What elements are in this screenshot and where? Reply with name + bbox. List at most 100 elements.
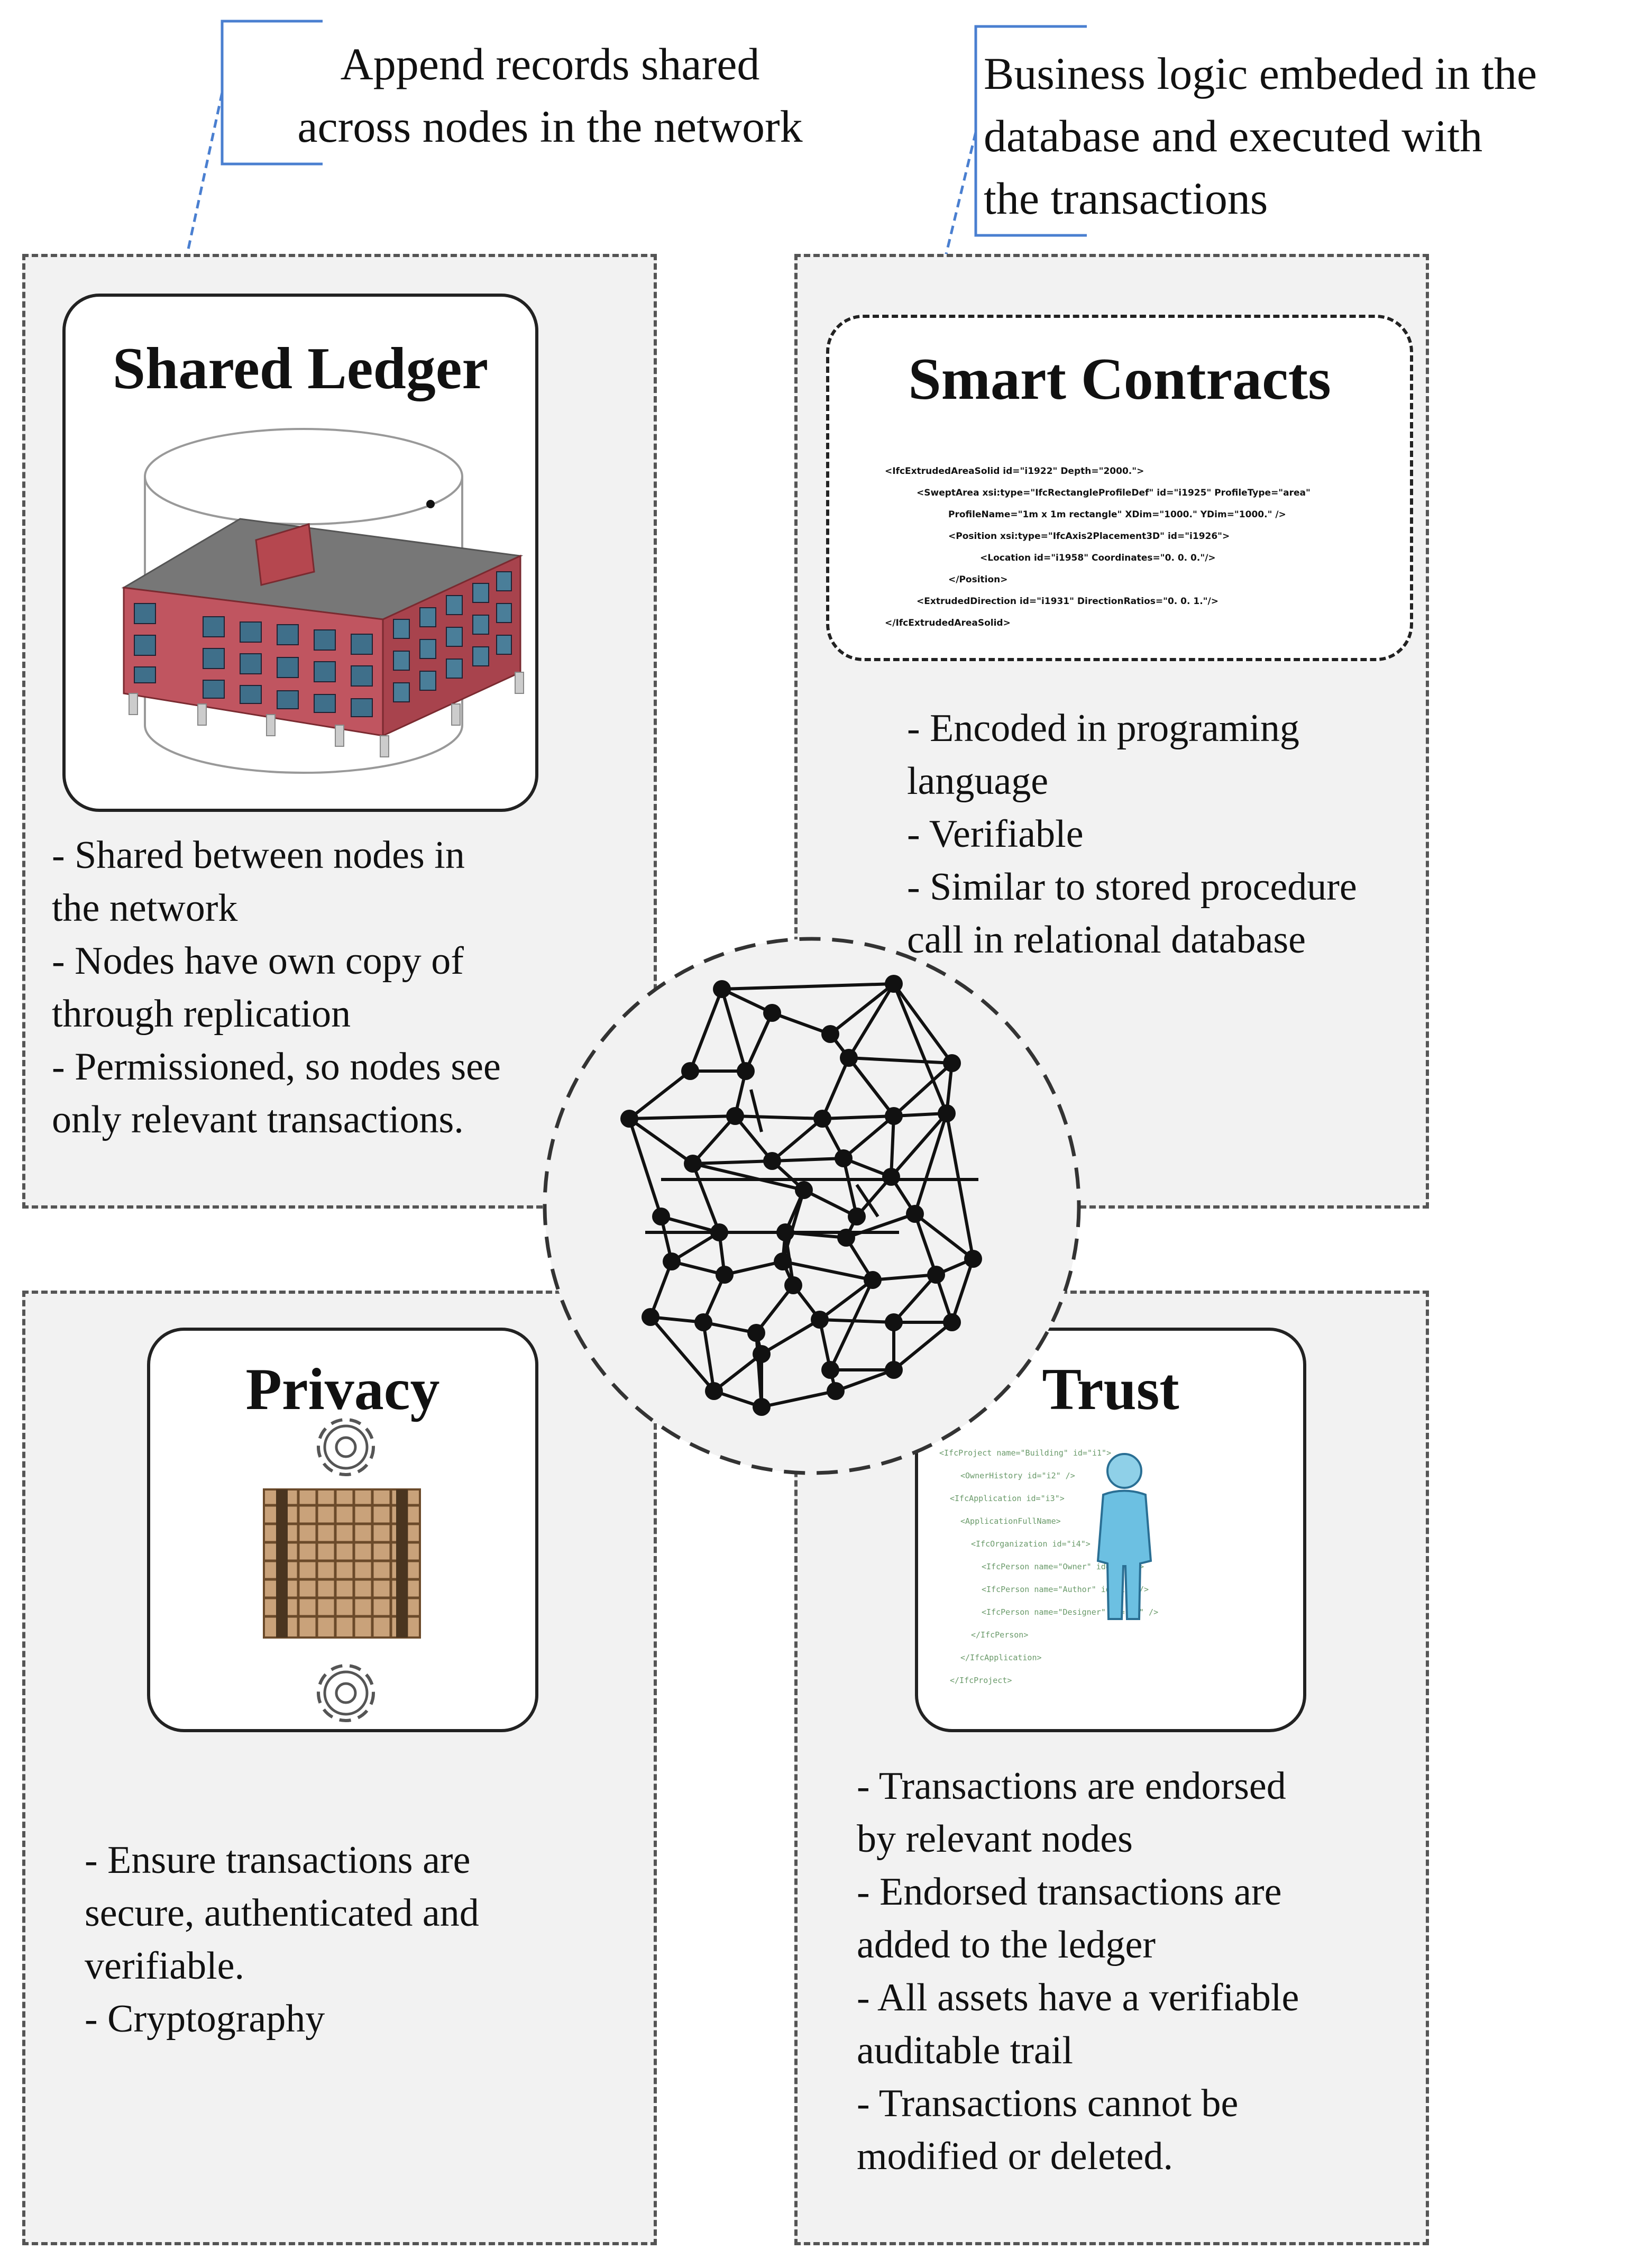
network-edge bbox=[629, 1114, 736, 1120]
card-title-shared-ledger: Shared Ledger bbox=[112, 336, 489, 401]
desc-trust: - Transactions are endorsed by relevant … bbox=[857, 1760, 1299, 2183]
network-edge bbox=[691, 1115, 737, 1165]
desc-privacy-line-2: secure, authenticated and bbox=[85, 1891, 479, 1935]
network-edge bbox=[755, 1284, 795, 1334]
network-node bbox=[652, 1208, 670, 1226]
network-edge bbox=[691, 1163, 721, 1233]
network-edge bbox=[819, 1278, 874, 1321]
network-edge bbox=[761, 1389, 836, 1409]
desc-trust-line-5: - All assets have a verifiable bbox=[857, 1976, 1299, 2019]
network-edge bbox=[721, 982, 894, 991]
callout-contracts-line-1: Business logic embeded in the bbox=[984, 48, 1537, 99]
network-edge bbox=[771, 1011, 831, 1036]
network-edge bbox=[945, 1113, 975, 1259]
network-edge bbox=[872, 1273, 937, 1282]
desc-shared-ledger: - Shared between nodes in the network - … bbox=[52, 829, 501, 1146]
card-smart-contracts: Smart Contracts <IfcExtrudedAreaSolid id… bbox=[826, 315, 1413, 661]
network-edge bbox=[829, 982, 895, 1036]
encryption-icon bbox=[263, 1418, 421, 1722]
network-node bbox=[763, 1004, 781, 1022]
network-edge bbox=[724, 1260, 783, 1276]
network-edge bbox=[628, 1069, 691, 1120]
desc-shared-ledger-line-4: through replication bbox=[52, 992, 351, 1036]
network-edge bbox=[720, 989, 747, 1072]
network-edge bbox=[671, 1231, 720, 1263]
network-edge bbox=[735, 1114, 823, 1120]
desc-shared-ledger-line-2: the network bbox=[52, 886, 238, 930]
trust-code-line: </IfcPerson> bbox=[971, 1630, 1029, 1640]
network-node bbox=[864, 1271, 882, 1289]
network-edge bbox=[890, 1115, 895, 1177]
network-node bbox=[835, 1149, 853, 1167]
network-edge bbox=[628, 1118, 663, 1217]
network-edge bbox=[913, 1213, 938, 1275]
network-node bbox=[813, 1110, 831, 1128]
desc-trust-line-7: - Transactions cannot be bbox=[857, 2082, 1239, 2125]
network-edge bbox=[661, 1215, 720, 1234]
desc-trust-line-3: - Endorsed transactions are bbox=[857, 1870, 1282, 1914]
network-node bbox=[885, 1107, 903, 1125]
network-edge bbox=[848, 1056, 952, 1065]
network-node bbox=[906, 1205, 924, 1223]
network-edge bbox=[893, 1321, 953, 1371]
desc-smart-contracts: - Encoded in programing language - Verif… bbox=[907, 702, 1357, 966]
network-edge bbox=[892, 1062, 954, 1118]
desc-privacy: - Ensure transactions are secure, authen… bbox=[85, 1834, 479, 2045]
user-icon bbox=[1096, 1453, 1152, 1620]
code-line: <SweptArea xsi:type="IfcRectangleProfile… bbox=[917, 488, 1311, 498]
network-node bbox=[827, 1382, 845, 1400]
trust-code-line: <IfcProject name="Building" id="i1"> bbox=[939, 1448, 1112, 1458]
network-edge bbox=[890, 1112, 948, 1178]
network-node bbox=[840, 1049, 858, 1067]
desc-trust-line-8: modified or deleted. bbox=[857, 2135, 1173, 2178]
network-edge bbox=[914, 1212, 974, 1260]
network-node bbox=[663, 1252, 681, 1270]
building-database-icon bbox=[121, 428, 524, 774]
network-node bbox=[848, 1208, 866, 1226]
network-node bbox=[713, 980, 731, 998]
desc-smart-contracts-line-4: - Similar to stored procedure bbox=[907, 865, 1357, 909]
network-edge bbox=[744, 1012, 774, 1072]
network-edge bbox=[835, 1368, 895, 1393]
desc-smart-contracts-line-3: - Verifiable bbox=[907, 812, 1084, 856]
network-edge bbox=[781, 1190, 805, 1262]
desc-smart-contracts-line-2: language bbox=[907, 760, 1049, 803]
callout-ledger-text: Append records shared across nodes in th… bbox=[246, 33, 854, 158]
callout-ledger-line-1: Append records shared bbox=[340, 39, 760, 89]
desc-trust-line-6: auditable trail bbox=[857, 2029, 1073, 2072]
card-title-smart-contracts: Smart Contracts bbox=[908, 346, 1331, 412]
network-edge bbox=[892, 1274, 938, 1323]
network-node bbox=[681, 1062, 699, 1080]
network-node bbox=[753, 1345, 771, 1363]
network-node bbox=[710, 1223, 728, 1241]
network-node bbox=[774, 1252, 792, 1270]
network-node bbox=[763, 1152, 781, 1170]
network-edge bbox=[950, 1258, 975, 1323]
network-edge bbox=[829, 1033, 895, 1117]
callout-contracts-line-2: database and executed with bbox=[984, 111, 1483, 161]
code-line: ProfileName="1m x 1m rectangle" XDim="10… bbox=[948, 509, 1286, 520]
network-node bbox=[716, 1266, 734, 1284]
network-node bbox=[795, 1181, 813, 1199]
network-edge bbox=[761, 1318, 821, 1356]
network-node bbox=[705, 1382, 723, 1400]
trust-code-line: <OwnerHistory id="i2" /> bbox=[960, 1471, 1075, 1480]
network-edge bbox=[913, 1113, 948, 1214]
code-line: </Position> bbox=[948, 574, 1008, 585]
network-edge bbox=[819, 1318, 894, 1324]
network-node bbox=[821, 1361, 839, 1379]
desc-shared-ledger-line-3: - Nodes have own copy of bbox=[52, 939, 464, 983]
network-edge bbox=[842, 1158, 858, 1217]
network-node bbox=[837, 1229, 855, 1247]
trust-code-line: <IfcOrganization id="i4"> bbox=[971, 1539, 1091, 1549]
network-node bbox=[885, 975, 903, 993]
network-edge bbox=[702, 1322, 716, 1392]
callout-ledger-line-2: across nodes in the network bbox=[297, 101, 803, 152]
network-edge bbox=[842, 1114, 895, 1160]
code-line: </IfcExtrudedAreaSolid> bbox=[885, 618, 1011, 628]
network-node bbox=[753, 1398, 771, 1416]
network-edge bbox=[782, 1260, 873, 1282]
network-node bbox=[642, 1308, 659, 1326]
network-node bbox=[684, 1155, 702, 1173]
